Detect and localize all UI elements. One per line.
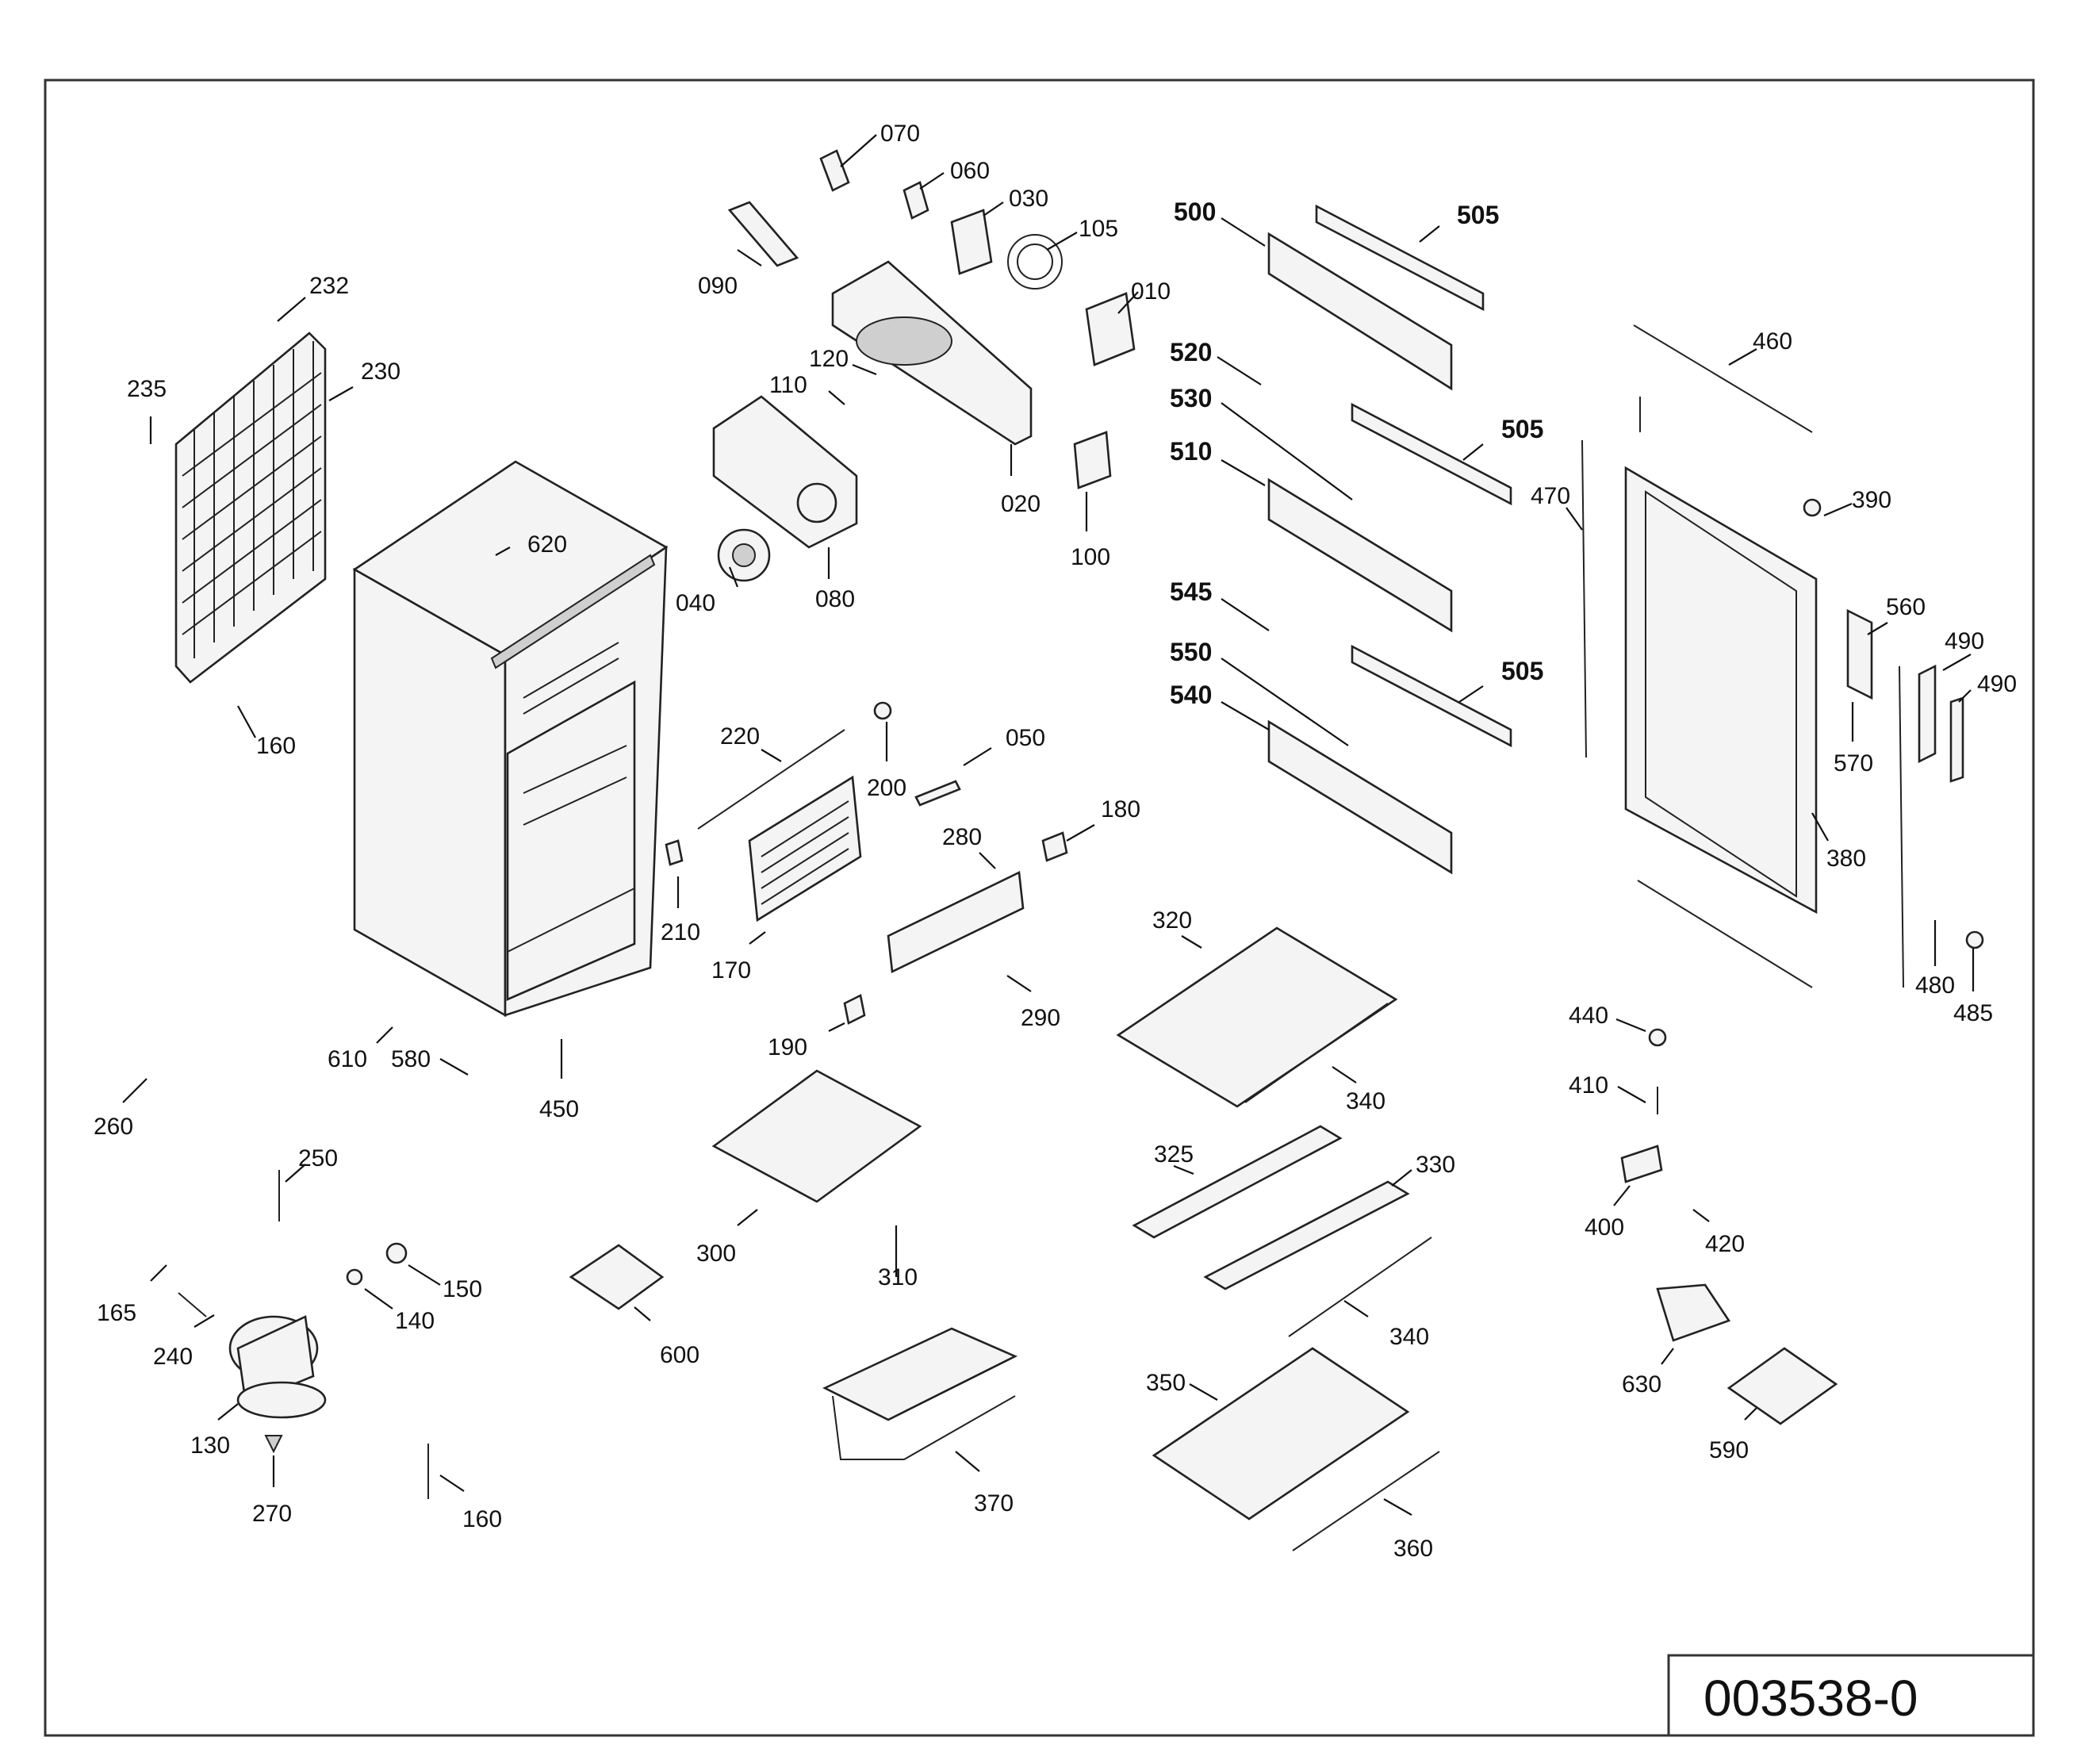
callout-440: 440 — [1569, 1003, 1608, 1029]
callout-460: 460 — [1753, 328, 1792, 355]
door-illustration — [1581, 324, 1984, 1425]
callout-120: 120 — [809, 346, 849, 372]
callout-260: 260 — [94, 1114, 133, 1140]
callout-540: 540 — [1170, 681, 1212, 709]
callout-235: 235 — [127, 376, 167, 402]
cabinet-illustration — [352, 460, 669, 1018]
callout-330: 330 — [1416, 1152, 1455, 1178]
callout-180: 180 — [1101, 796, 1140, 823]
callout-505-middle: 505 — [1501, 415, 1543, 443]
callout-020: 020 — [1001, 491, 1040, 517]
callout-165: 165 — [97, 1300, 136, 1326]
callout-470: 470 — [1531, 483, 1570, 509]
callout-300: 300 — [696, 1241, 736, 1267]
control-housing-illustration — [712, 149, 1136, 582]
callout-570: 570 — [1834, 750, 1873, 777]
callout-040: 040 — [676, 590, 715, 616]
callout-380: 380 — [1826, 846, 1866, 872]
callout-060: 060 — [950, 158, 990, 184]
evaporator-illustration — [569, 701, 1068, 1460]
callout-510: 510 — [1170, 437, 1212, 466]
part-callouts: 070 060 030 105 010 090 120 110 020 100 … — [94, 121, 2017, 1562]
callout-230: 230 — [361, 359, 400, 385]
callout-240: 240 — [153, 1344, 193, 1370]
callout-420: 420 — [1705, 1231, 1745, 1257]
callout-010: 010 — [1131, 278, 1171, 305]
callout-505-bottom: 505 — [1501, 657, 1543, 685]
callout-630: 630 — [1622, 1371, 1661, 1398]
callout-160-bottom: 160 — [462, 1506, 502, 1532]
callout-620: 620 — [527, 531, 567, 558]
callout-340-top: 340 — [1346, 1088, 1385, 1114]
callout-100: 100 — [1071, 544, 1110, 570]
callout-220: 220 — [720, 723, 760, 750]
callout-280: 280 — [942, 824, 982, 850]
callout-600: 600 — [660, 1342, 699, 1368]
callout-550: 550 — [1170, 638, 1212, 666]
callout-500: 500 — [1174, 197, 1216, 226]
callout-190: 190 — [768, 1034, 807, 1060]
door-bins-illustration — [1267, 204, 1512, 875]
callout-505-top: 505 — [1457, 201, 1499, 229]
shelves-illustration — [1116, 926, 1440, 1551]
callout-490-right: 490 — [1977, 671, 2017, 697]
callout-070: 070 — [880, 121, 920, 147]
compressor-illustration — [178, 1170, 429, 1499]
callout-590: 590 — [1709, 1437, 1749, 1463]
callout-080: 080 — [815, 586, 855, 612]
drawing-number: 003538-0 — [1704, 1670, 1918, 1727]
callout-340-bottom: 340 — [1389, 1324, 1429, 1350]
callout-325: 325 — [1154, 1141, 1194, 1168]
callout-105: 105 — [1079, 216, 1118, 242]
callout-480: 480 — [1915, 972, 1955, 999]
callout-320: 320 — [1152, 907, 1192, 934]
callout-560: 560 — [1886, 594, 1926, 620]
callout-210: 210 — [661, 919, 700, 945]
callout-290: 290 — [1021, 1005, 1060, 1031]
callout-170: 170 — [711, 957, 751, 984]
callout-520: 520 — [1170, 338, 1212, 366]
callout-580: 580 — [391, 1046, 431, 1072]
callout-390: 390 — [1852, 487, 1891, 513]
callout-360: 360 — [1393, 1536, 1433, 1562]
callout-350: 350 — [1146, 1370, 1186, 1396]
callout-485: 485 — [1953, 1000, 1993, 1026]
leader-lines — [122, 134, 1975, 1516]
callout-030: 030 — [1009, 186, 1048, 212]
callout-232: 232 — [309, 273, 349, 299]
callout-450: 450 — [539, 1096, 579, 1122]
callout-140: 140 — [395, 1308, 435, 1334]
callout-160-top: 160 — [256, 733, 296, 759]
callout-150: 150 — [443, 1276, 482, 1302]
callout-545: 545 — [1170, 577, 1212, 606]
callout-610: 610 — [328, 1046, 367, 1072]
callout-050: 050 — [1006, 725, 1045, 751]
callout-310: 310 — [878, 1264, 918, 1290]
callout-200: 200 — [867, 775, 906, 801]
title-block — [1667, 1654, 2035, 1737]
callout-250: 250 — [298, 1145, 338, 1172]
callout-130: 130 — [190, 1432, 230, 1459]
callout-110: 110 — [769, 372, 807, 398]
callout-370: 370 — [974, 1490, 1014, 1517]
callout-490-left: 490 — [1945, 628, 1984, 654]
callout-400: 400 — [1585, 1214, 1624, 1241]
callout-090: 090 — [698, 273, 738, 299]
callout-410: 410 — [1569, 1072, 1608, 1099]
condenser-illustration — [174, 332, 327, 684]
callout-270: 270 — [252, 1501, 292, 1527]
drawing-border — [44, 79, 2035, 1737]
callout-530: 530 — [1170, 384, 1212, 412]
